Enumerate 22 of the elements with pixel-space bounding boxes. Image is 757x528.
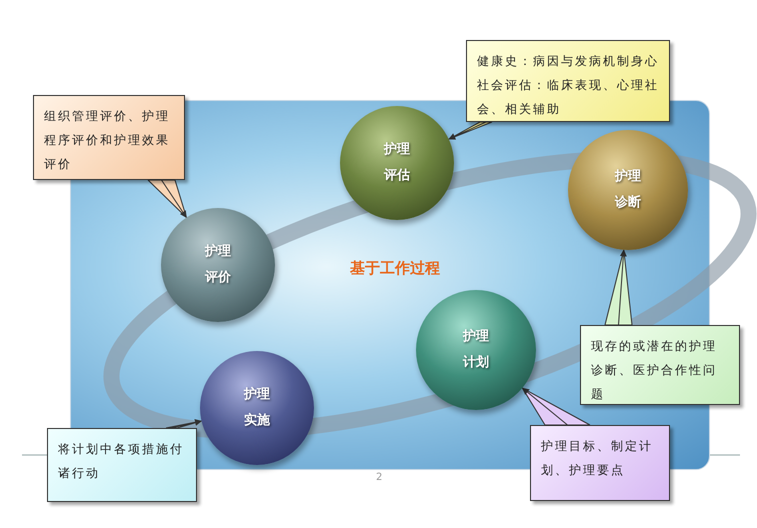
callout-text: 组织管理评价、护理程序评价和护理效果评价 bbox=[44, 108, 171, 173]
node-label: 护理计划 bbox=[463, 328, 489, 372]
callout-tail bbox=[604, 249, 632, 326]
callout-text: 护理目标、制定计划、护理要点 bbox=[541, 438, 654, 479]
callout-tail bbox=[166, 419, 202, 428]
center-title: 基于工作过程 bbox=[350, 258, 440, 279]
callout-text: 健康史：病因与发病机制身心社会评估：临床表现、心理社会、相关辅助 bbox=[477, 53, 659, 118]
page-number: 2 bbox=[376, 471, 382, 485]
callout-tail bbox=[148, 180, 187, 218]
callout-box bbox=[580, 325, 740, 405]
callout-text: 将计划中各项措施付诸行动 bbox=[58, 441, 185, 482]
callout-box bbox=[47, 428, 197, 502]
callout-tail bbox=[448, 122, 492, 140]
callout-box bbox=[33, 95, 185, 180]
node-label: 护理诊断 bbox=[615, 168, 641, 212]
node-label: 护理评价 bbox=[205, 242, 231, 287]
callout-tail bbox=[521, 386, 590, 426]
node-label: 护理实施 bbox=[244, 386, 270, 430]
callout-box bbox=[530, 425, 670, 501]
callout-box bbox=[466, 40, 670, 122]
node-label: 护理评估 bbox=[384, 140, 410, 185]
callout-text: 现存的或潜在的护理诊断、医护合作性问题 bbox=[591, 338, 718, 403]
